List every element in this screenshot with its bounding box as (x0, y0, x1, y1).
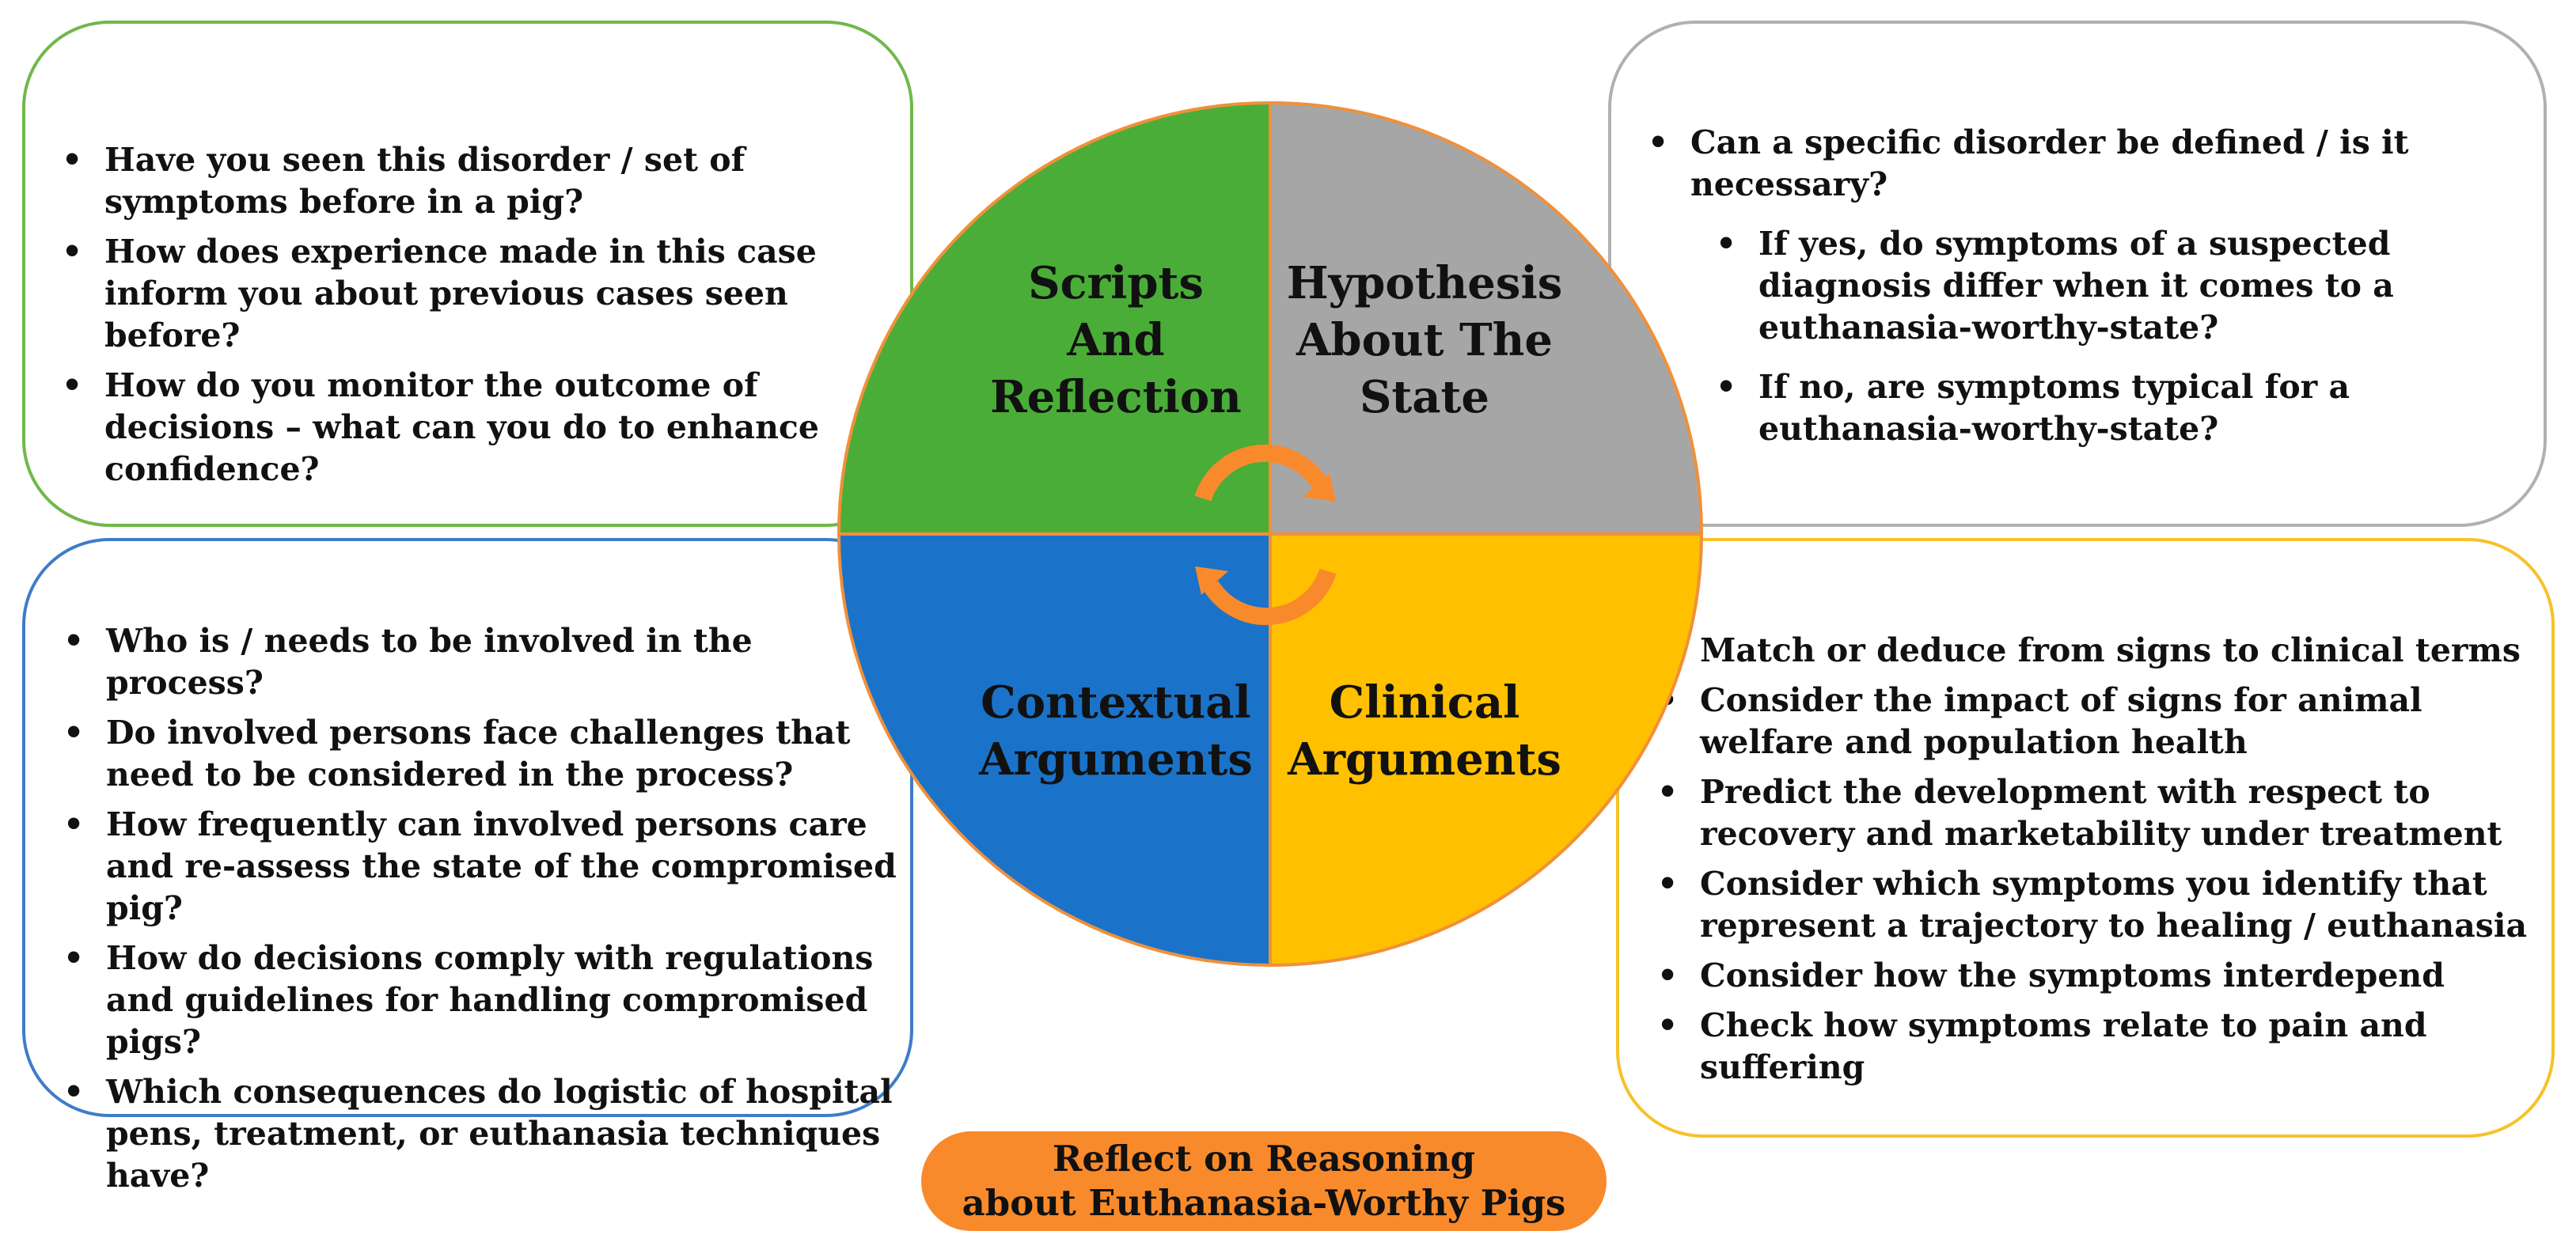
bullet-icon: • (1716, 368, 1737, 406)
list-item: •Which consequences do logistic of hospi… (63, 1073, 893, 1195)
list-item: •Can a specific disorder be defined / is… (1648, 123, 2409, 203)
clinical-arguments-box (1616, 538, 2555, 1138)
sub-list-item: •If no, are symptoms typical for a eutha… (1716, 368, 2350, 448)
banner-line: about Euthanasia-Worthy Pigs (962, 1182, 1566, 1224)
contextual-arguments-box (22, 538, 913, 1117)
bullet-icon: • (63, 714, 85, 752)
contextual-question-list: •Who is / needs to be involved in the pr… (63, 620, 902, 1205)
list-item: •How does experience made in this case i… (62, 233, 817, 354)
list-item: •Have you seen this disorder / set of sy… (62, 141, 745, 221)
list-item: •How do you monitor the outcome of decis… (62, 366, 819, 488)
bullet-icon: • (62, 366, 83, 404)
reflect-reasoning-banner: Reflect on Reasoning about Euthanasia-Wo… (921, 1131, 1607, 1231)
bullet-icon: • (63, 1073, 85, 1111)
hypothesis-question-list: •Can a specific disorder be defined / is… (1648, 122, 2534, 458)
list-item: •Consider how the symptoms interdepend (1657, 955, 2544, 997)
list-item: •How do decisions comply with regulation… (63, 939, 874, 1061)
contextual-arguments-label: Contextual Arguments (979, 676, 1253, 786)
clinical-question-list: •Match or deduce from signs to clinical … (1657, 630, 2544, 1097)
list-item: •Predict the development with respect to… (1657, 773, 2502, 853)
list-item: •Match or deduce from signs to clinical … (1657, 630, 2544, 672)
bullet-icon: • (62, 233, 83, 271)
bullet-icon: • (63, 805, 85, 843)
list-item: •Check how symptoms relate to pain and s… (1657, 1006, 2427, 1086)
bullet-icon: • (1657, 865, 1679, 903)
list-item: •Consider the impact of signs for animal… (1657, 680, 2544, 763)
list-item: •Who is / needs to be involved in the pr… (63, 622, 753, 702)
hypothesis-state-box (1608, 21, 2547, 527)
scripts-reflection-label: Scripts And Reflection (990, 257, 1242, 423)
hypothesis-state-label: Hypothesis About The State (1286, 257, 1563, 423)
bullet-icon: • (1657, 956, 1679, 994)
clinical-arguments-label: Clinical Arguments (1288, 676, 1561, 786)
bullet-icon: • (1648, 123, 1669, 161)
bullet-icon: • (63, 939, 85, 977)
list-item: •Consider which symptoms you identify th… (1657, 865, 2528, 945)
scripts-question-list: •Have you seen this disorder / set of sy… (62, 139, 901, 498)
bullet-icon: • (62, 141, 83, 179)
list-item: •How frequently can involved persons car… (63, 805, 897, 927)
bullet-icon: • (63, 622, 85, 660)
bullet-icon: • (1716, 225, 1737, 263)
sub-list-item: •If yes, do symptoms of a suspected diag… (1716, 225, 2394, 347)
bullet-icon: • (1657, 773, 1679, 811)
bullet-icon: • (1657, 1006, 1679, 1044)
banner-line: Reflect on Reasoning (1052, 1138, 1476, 1180)
scripts-reflection-box (22, 21, 913, 527)
list-item: •Do involved persons face challenges tha… (63, 714, 851, 794)
